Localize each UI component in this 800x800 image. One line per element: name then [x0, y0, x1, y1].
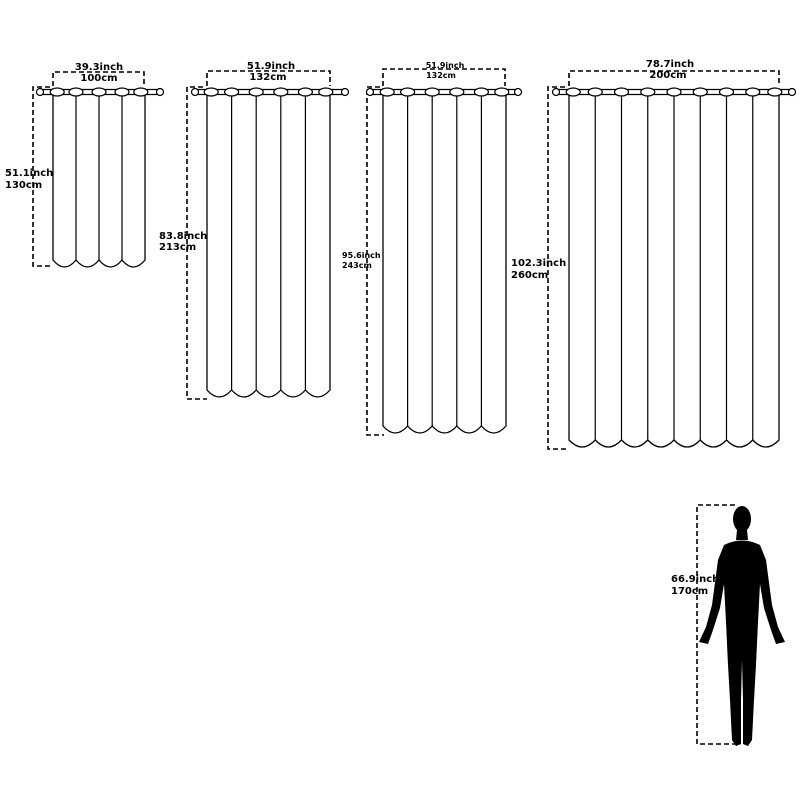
- curtain-grommet: [273, 87, 289, 97]
- height-dimension-line: [32, 86, 52, 267]
- curtain-outline: [382, 91, 507, 434]
- curtain-grommet: [666, 87, 682, 97]
- curtain-grommet: [318, 87, 334, 97]
- height-inch-label: 83.8inch: [159, 231, 207, 242]
- curtain-4: 78.7inch 200cm 102.3inch 260cm: [511, 59, 797, 450]
- curtain-grommet: [424, 87, 440, 97]
- curtain-2: 51.9inch 132cm 83.8inch 213cm: [159, 61, 350, 400]
- person-height-cm-label: 170cm: [671, 586, 708, 597]
- curtain-outline: [206, 91, 331, 398]
- rod-finial: [340, 87, 350, 97]
- curtain-grommet: [379, 87, 395, 97]
- height-inch-label: 51.1inch: [5, 168, 53, 179]
- rod-finial: [513, 87, 523, 97]
- rod-finial: [551, 87, 561, 97]
- width-dimension-line: [52, 71, 145, 86]
- rod-finial: [190, 87, 200, 97]
- height-dimension-line: [547, 86, 569, 450]
- width-dimension-line: [568, 70, 780, 86]
- curtain-grommet: [718, 87, 735, 97]
- rod-finial: [155, 87, 165, 97]
- curtain-grommet: [297, 87, 313, 97]
- curtain-grommet: [203, 87, 219, 97]
- curtain-grommet: [91, 87, 107, 97]
- width-cm-label: 132cm: [426, 71, 456, 80]
- curtain-grommet: [248, 87, 264, 97]
- width-inch-label: 39.3inch: [75, 62, 123, 73]
- height-dimension-line: [186, 86, 207, 400]
- curtain-drawing: [190, 87, 350, 398]
- height-inch-label: 95.6inch: [342, 251, 381, 260]
- curtain-grommet: [224, 87, 240, 97]
- width-cm-label: 200cm: [649, 70, 686, 81]
- curtain-grommet: [640, 87, 656, 97]
- rod-finial: [365, 87, 375, 97]
- curtain-grommet: [133, 87, 149, 97]
- height-dimension-line: [366, 86, 384, 436]
- width-cm-label: 132cm: [249, 72, 286, 83]
- person-reference: 66.9inch 170cm: [671, 504, 785, 746]
- curtain-grommet: [49, 87, 65, 97]
- height-cm-label: 260cm: [511, 270, 548, 281]
- person-silhouette: [699, 506, 785, 746]
- width-inch-label: 51.9inch: [426, 61, 465, 70]
- width-cm-label: 100cm: [80, 73, 117, 84]
- curtain-grommet: [400, 87, 416, 97]
- rod-finial: [35, 87, 45, 97]
- rod-finial: [787, 87, 797, 97]
- width-dimension-line: [382, 68, 506, 86]
- height-cm-label: 130cm: [5, 180, 42, 191]
- curtain-drawing: [365, 87, 523, 434]
- width-inch-label: 78.7inch: [646, 59, 694, 70]
- curtain-grommet: [767, 87, 783, 97]
- curtain-3: 51.9inch 132cm 95.6inch 243cm: [342, 61, 523, 436]
- person-height-inch-label: 66.9inch: [671, 574, 719, 585]
- width-inch-label: 51.9inch: [247, 61, 295, 72]
- curtain-drawing: [551, 87, 797, 448]
- curtain-grommet: [68, 87, 84, 97]
- curtain-grommet: [692, 87, 708, 97]
- person-height-dimension-line: [696, 504, 735, 745]
- height-inch-label: 102.3inch: [511, 258, 566, 269]
- curtain-grommet: [613, 87, 630, 97]
- height-cm-label: 243cm: [342, 261, 372, 270]
- curtain-grommet: [587, 87, 603, 97]
- curtain-grommet: [114, 87, 130, 97]
- curtain-grommet: [745, 87, 761, 97]
- height-cm-label: 213cm: [159, 242, 196, 253]
- curtain-grommet: [565, 87, 581, 97]
- curtain-grommet: [494, 87, 510, 97]
- curtain-1: 39.3inch 100cm 51.1inch 130cm: [5, 62, 165, 268]
- curtain-drawing: [35, 87, 165, 268]
- curtain-grommet: [449, 87, 465, 97]
- curtain-grommet: [473, 87, 489, 97]
- width-dimension-line: [206, 70, 331, 86]
